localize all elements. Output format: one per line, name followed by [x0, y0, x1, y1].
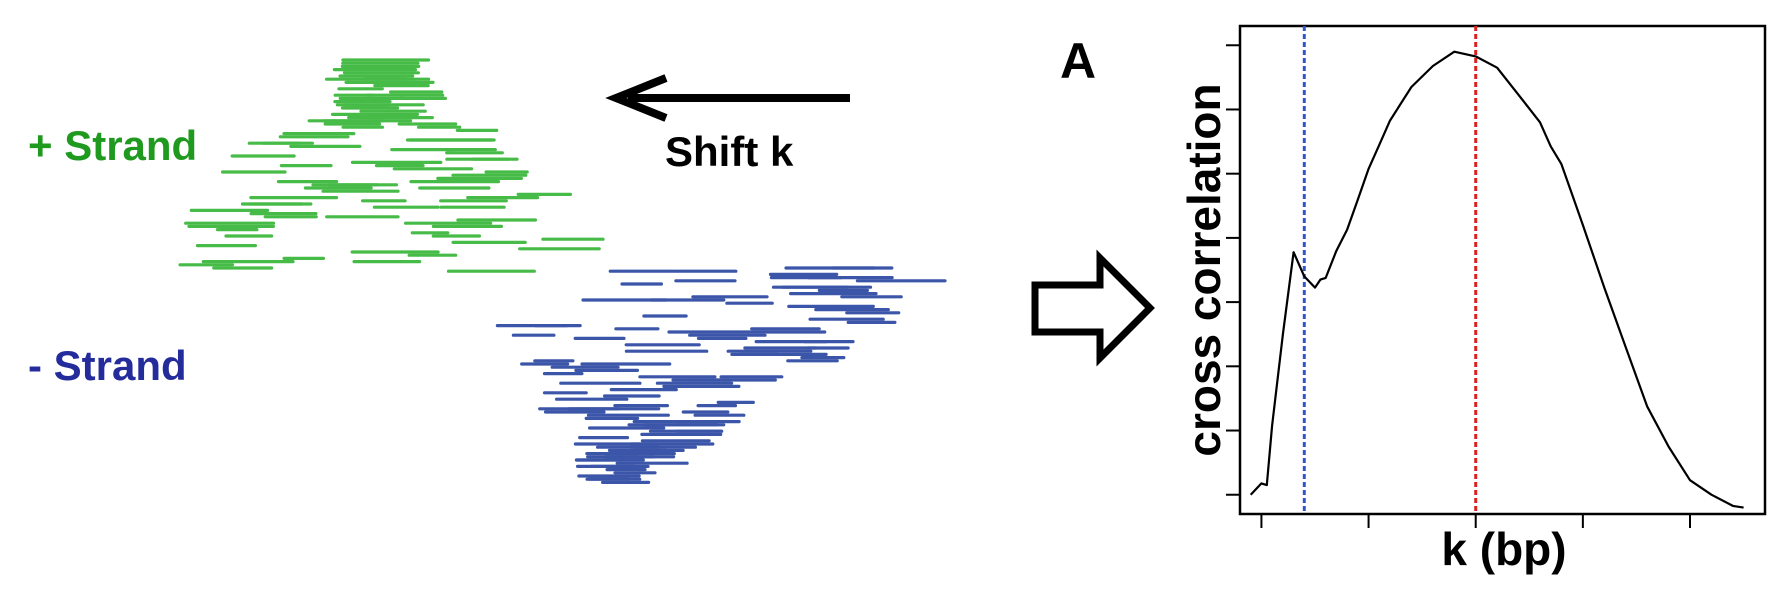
panel-label: A [1060, 33, 1096, 89]
shift-label: Shift k [665, 128, 794, 175]
shift-arrow-icon [605, 74, 850, 122]
plot-frame [1238, 24, 1767, 516]
plus-strand-reads [178, 58, 605, 273]
x-axis-ticks [1260, 514, 1691, 528]
minus-strand-label: - Strand [28, 342, 187, 389]
cross-correlation-chart [1226, 24, 1767, 528]
x-axis-label: k (bp) [1441, 523, 1566, 575]
y-axis-ticks [1226, 44, 1240, 496]
transition-arrow-icon [1031, 249, 1155, 367]
plus-strand-label: + Strand [28, 122, 197, 169]
y-axis-label: cross correlation [1178, 83, 1230, 456]
series-line [1249, 50, 1744, 509]
reference-lines [1302, 26, 1478, 514]
minus-strand-reads [495, 266, 947, 484]
